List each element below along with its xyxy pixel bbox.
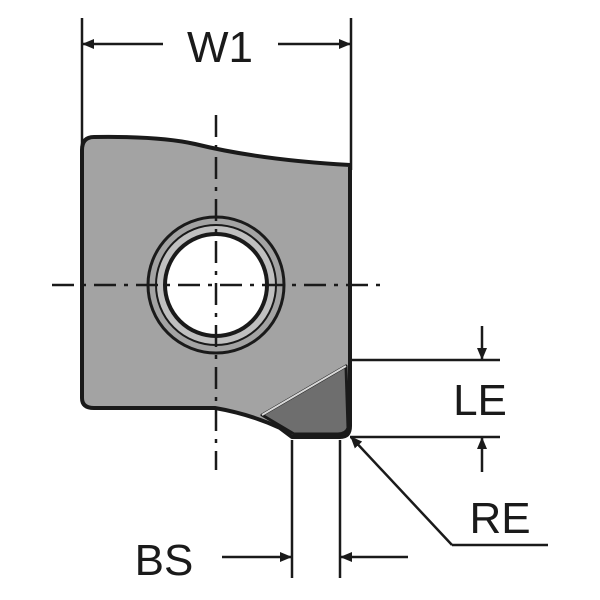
bs-label: BS [135,536,194,585]
w1-label: W1 [187,23,253,72]
w1-dimension [80,18,353,170]
re-leader-line [350,436,453,546]
re-label: RE [469,494,530,543]
center-lines [52,115,388,470]
le-label: LE [453,376,507,425]
re-dimension [350,436,548,547]
cutting-edge-land [260,364,350,436]
bs-dimension [222,440,408,578]
le-dimension [350,326,500,472]
cutting-edge-highlight [261,365,347,416]
